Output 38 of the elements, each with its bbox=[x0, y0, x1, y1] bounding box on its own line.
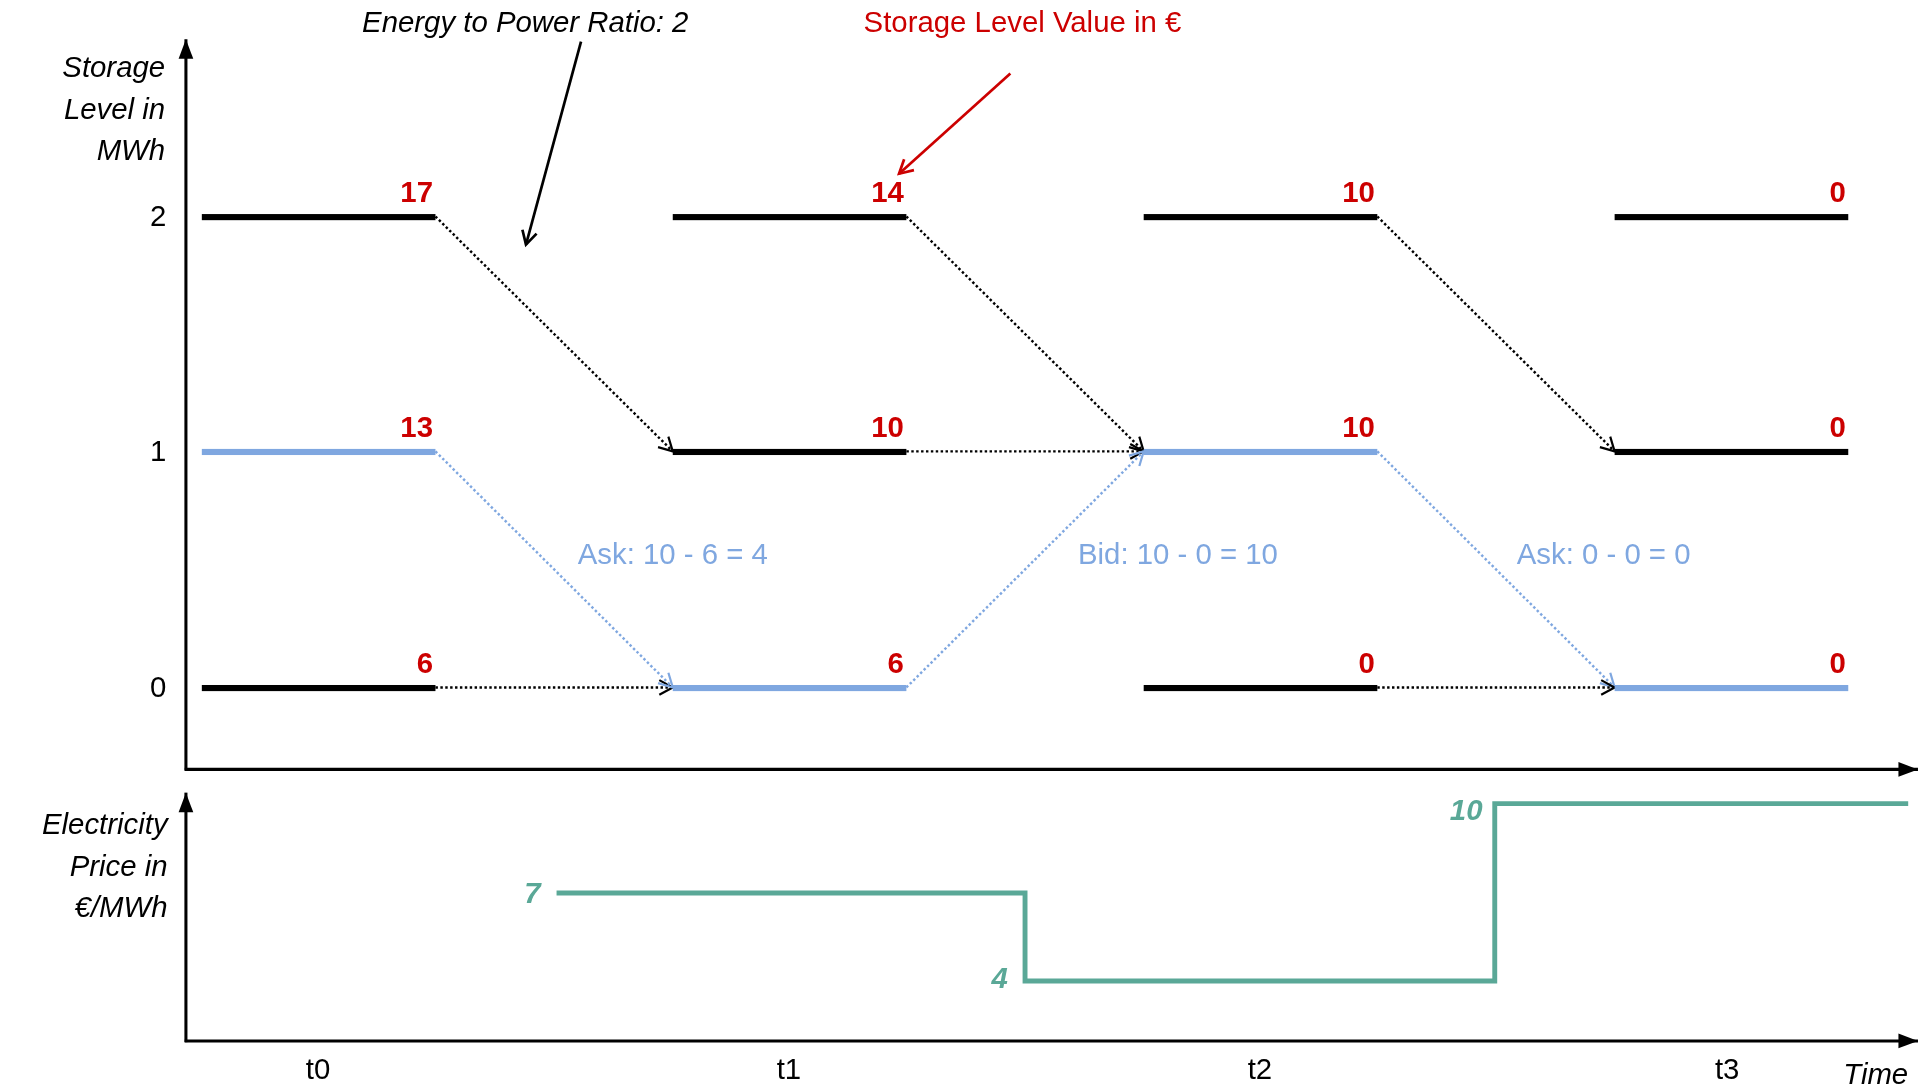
annotation-arrow bbox=[897, 72, 1012, 176]
level-value: 0 bbox=[1358, 647, 1375, 679]
tick-label: 2 bbox=[149, 199, 167, 234]
level-value: 6 bbox=[416, 647, 433, 679]
level-value: 0 bbox=[1829, 411, 1846, 443]
level-value: 0 bbox=[1829, 647, 1846, 679]
annotation-text: Storage Level Value in € bbox=[863, 4, 1182, 40]
time-label: t3 bbox=[1713, 1051, 1741, 1087]
transition-arrow bbox=[434, 215, 674, 453]
transition-arrow bbox=[906, 442, 1145, 460]
axis-title: Storage Level in MWh bbox=[61, 49, 166, 169]
price-value: 4 bbox=[990, 961, 1008, 996]
level-value: 14 bbox=[871, 176, 904, 208]
level-value: 10 bbox=[871, 411, 904, 443]
axis-title: Electricity Price in €/MWh bbox=[40, 806, 168, 926]
time-label: t0 bbox=[304, 1051, 332, 1087]
level-value: 13 bbox=[400, 411, 433, 443]
annotation-arrow bbox=[521, 41, 583, 246]
transition-arrow bbox=[434, 450, 674, 689]
transition-arrow bbox=[1377, 679, 1616, 696]
level-value: 10 bbox=[1342, 176, 1375, 208]
tick-label: 1 bbox=[149, 434, 167, 469]
level-value: 10 bbox=[1342, 411, 1375, 443]
price-value: 7 bbox=[523, 875, 541, 911]
transition-arrow bbox=[1376, 450, 1616, 689]
axis-title: Time bbox=[1842, 1056, 1909, 1092]
time-label: t1 bbox=[775, 1051, 803, 1087]
level-value: 17 bbox=[400, 176, 433, 208]
level-value: 0 bbox=[1829, 176, 1846, 208]
transition-arrow bbox=[435, 679, 674, 696]
annotation-text: Energy to Power Ratio: 2 bbox=[362, 4, 689, 40]
transition-arrow bbox=[905, 450, 1145, 689]
tick-label: 0 bbox=[149, 670, 167, 705]
transition-arrow bbox=[905, 215, 1145, 453]
transition-arrow bbox=[1376, 215, 1616, 453]
price-value: 10 bbox=[1448, 792, 1483, 827]
level-value: 6 bbox=[887, 647, 904, 679]
time-label: t2 bbox=[1246, 1051, 1274, 1087]
